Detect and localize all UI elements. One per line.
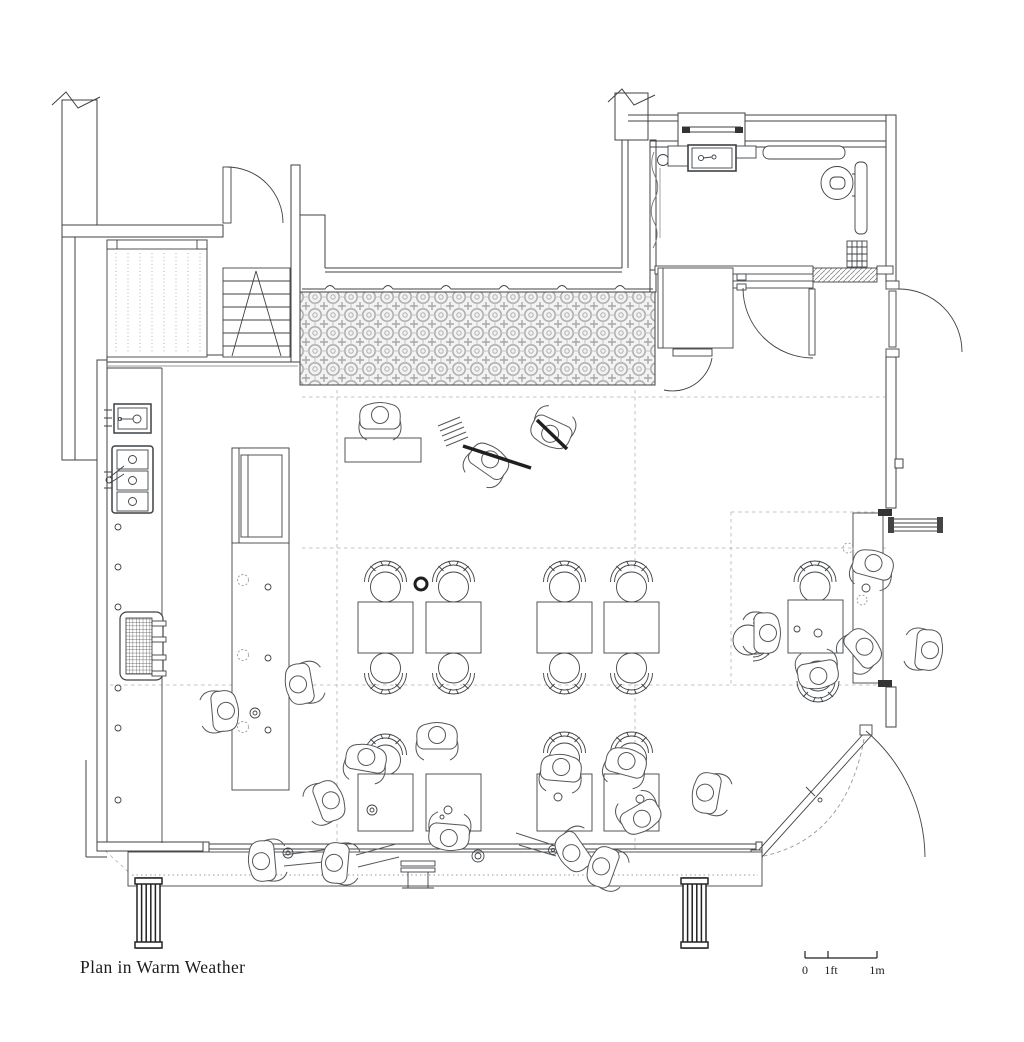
structural-column bbox=[413, 576, 429, 592]
person bbox=[198, 688, 241, 735]
courtyard-wall bbox=[299, 214, 326, 288]
chair bbox=[364, 652, 407, 695]
radiator bbox=[854, 161, 868, 235]
wall-east-upper bbox=[885, 114, 897, 282]
service-table bbox=[344, 437, 422, 463]
espresso-machine bbox=[119, 611, 167, 681]
chair bbox=[793, 560, 837, 603]
sink-triple bbox=[104, 445, 154, 514]
kitchen-counter bbox=[104, 367, 167, 843]
facade-sill-open bbox=[205, 843, 762, 850]
scale-bar bbox=[804, 951, 878, 959]
person bbox=[902, 626, 945, 673]
person bbox=[688, 769, 734, 819]
outdoor-bench bbox=[127, 851, 763, 887]
person-on-bench bbox=[515, 821, 605, 879]
planter bbox=[134, 877, 163, 949]
people bbox=[198, 401, 945, 896]
dining-table bbox=[787, 599, 844, 654]
person-carrying bbox=[525, 401, 581, 455]
outdoor-bench-zone bbox=[127, 845, 763, 889]
window-bay bbox=[677, 112, 746, 148]
scale-label-1ft: 1ft bbox=[824, 963, 838, 977]
sink-single bbox=[104, 403, 152, 434]
wall-west bbox=[96, 359, 108, 844]
closet-door-leaf bbox=[672, 348, 713, 357]
person-on-bench bbox=[319, 840, 400, 887]
grab-bar bbox=[762, 145, 846, 160]
door-swing-arc bbox=[226, 166, 284, 224]
wall-south-west-segment bbox=[96, 841, 206, 852]
person bbox=[358, 402, 402, 441]
door-threshold-mat bbox=[812, 267, 878, 283]
floor-grate bbox=[846, 240, 868, 268]
counter-fittings bbox=[114, 523, 122, 804]
toilet bbox=[820, 166, 858, 200]
person bbox=[415, 722, 459, 761]
scale-label-1m: 1m bbox=[869, 963, 885, 977]
display-case bbox=[240, 454, 283, 538]
door-swing-arc bbox=[898, 288, 963, 353]
break-line-icon bbox=[51, 91, 101, 109]
curtain-wall-line bbox=[650, 151, 659, 249]
corner-pivot-door bbox=[750, 724, 926, 861]
interior-door-leaf bbox=[808, 288, 816, 356]
closet bbox=[657, 267, 734, 349]
tile-floor-band bbox=[299, 285, 656, 386]
wall-stub-north bbox=[614, 92, 649, 141]
planter bbox=[680, 877, 709, 949]
exterior-bench-at-window bbox=[888, 517, 943, 533]
dining-table bbox=[536, 601, 593, 654]
window-jamb-icon bbox=[878, 680, 892, 687]
wall-north-outer bbox=[628, 114, 893, 122]
wall-stub-northwest bbox=[61, 99, 98, 228]
walls bbox=[51, 88, 904, 858]
dining-table bbox=[357, 601, 414, 654]
bathroom bbox=[650, 144, 894, 283]
wall-north-inner bbox=[650, 140, 886, 148]
entry-vestibule bbox=[657, 267, 963, 392]
chair bbox=[543, 652, 586, 695]
stair-direction-arrow bbox=[231, 270, 282, 357]
stair-door-leaf bbox=[222, 166, 232, 224]
chair bbox=[543, 560, 586, 603]
bar-items bbox=[237, 574, 272, 734]
bathroom-sink bbox=[667, 144, 757, 172]
window-jamb-icon bbox=[878, 509, 892, 516]
break-line-icon bbox=[607, 88, 656, 106]
wood-deck-room bbox=[106, 239, 208, 358]
door-stop-icon bbox=[657, 154, 669, 166]
chair bbox=[432, 560, 475, 603]
door-swing-arc bbox=[663, 357, 713, 392]
sidewalk-stand bbox=[400, 860, 436, 889]
island-bar bbox=[231, 447, 290, 791]
person-carrying bbox=[437, 416, 532, 493]
dining-table bbox=[536, 773, 593, 832]
dining-table bbox=[425, 773, 482, 832]
chair bbox=[610, 652, 653, 695]
curtain-line bbox=[302, 285, 653, 290]
door-swing-arc bbox=[742, 287, 814, 359]
dining-table bbox=[603, 601, 660, 654]
scale-label-zero: 0 bbox=[802, 963, 808, 977]
bench-cups bbox=[282, 845, 558, 863]
staircase bbox=[222, 166, 291, 358]
dining-furniture bbox=[344, 437, 844, 832]
door-swing-arc-dashed bbox=[763, 738, 865, 857]
dining-table bbox=[425, 601, 482, 654]
entry-door-leaf bbox=[888, 290, 897, 348]
person bbox=[299, 775, 351, 830]
table-items bbox=[366, 625, 823, 820]
chair bbox=[364, 560, 407, 603]
door-swing-arc bbox=[865, 730, 926, 858]
chair bbox=[432, 652, 475, 695]
dining-table bbox=[357, 773, 414, 832]
plan-title: Plan in Warm Weather bbox=[80, 957, 245, 977]
chair bbox=[610, 560, 653, 603]
